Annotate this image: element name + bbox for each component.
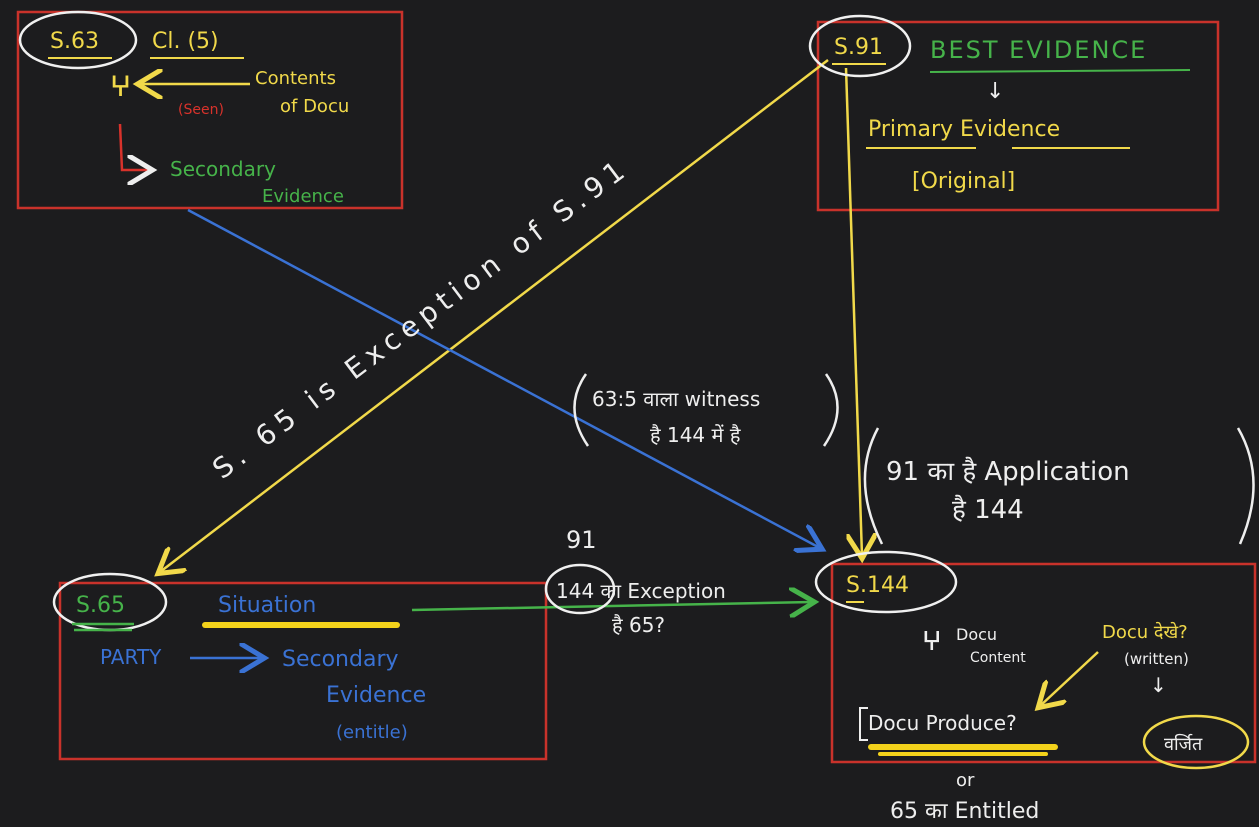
s65-evidence: Evidence xyxy=(326,683,426,708)
s144-docu-produce: Docu Produce? xyxy=(868,711,1017,735)
application-arrow xyxy=(844,67,862,556)
footer-or: or xyxy=(956,770,975,791)
s144-circle xyxy=(814,550,958,614)
application-right-paren xyxy=(1236,427,1255,545)
s65-section: S.65 xyxy=(76,593,125,618)
s63-person-icon: ⵖ xyxy=(110,70,131,103)
mid-note-line-1: 63:5 वाला witness xyxy=(592,387,760,411)
s91-primary: Primary Evidence xyxy=(868,117,1060,142)
s63-clause: Cl. (5) xyxy=(152,29,219,54)
s63-to-s144-arrow xyxy=(187,208,820,548)
application-left-paren xyxy=(863,427,884,545)
s91-down-arrow: ↓ xyxy=(986,79,1004,104)
s65-situation: Situation xyxy=(218,593,316,618)
s91-original: [Original] xyxy=(912,169,1015,194)
mid-note-line-2: है 144 में है xyxy=(650,423,741,447)
ninety-one-circle-144 xyxy=(544,563,616,615)
s91-title-underline xyxy=(929,69,1191,73)
s91-title: BEST EVIDENCE xyxy=(930,36,1147,64)
s65-situation-highlight xyxy=(202,622,400,628)
mid-note-left-paren xyxy=(573,373,590,447)
s91-circle xyxy=(808,14,912,78)
s63-result-arrow xyxy=(118,123,150,170)
mid-note-right-paren xyxy=(822,373,839,447)
s144-docu-label: Docu xyxy=(956,625,997,644)
s65-to-s144-arrow xyxy=(411,602,812,610)
s65-party: PARTY xyxy=(100,645,162,669)
s63-seen-note: (Seen) xyxy=(178,102,224,118)
exception-arrow xyxy=(160,59,829,572)
s144-prohibited: वर्जित xyxy=(1164,733,1203,755)
box-s65 xyxy=(58,581,548,761)
s144-produce-arrow xyxy=(1040,651,1099,706)
s144-produce-highlight-1 xyxy=(868,744,1058,750)
s144-content-label: Content xyxy=(970,650,1026,666)
s63-circle xyxy=(18,10,138,70)
s63-evidence: Evidence xyxy=(262,186,344,207)
s144-produce-bracket xyxy=(859,707,868,741)
s144-person-icon: ⵖ xyxy=(922,627,942,657)
box-s144 xyxy=(830,562,1257,764)
exception-note-2: है 65? xyxy=(612,613,665,637)
ninety-one-label: 91 xyxy=(566,526,597,554)
s144-docu-seen: Docu देखे? xyxy=(1102,621,1188,643)
s65-secondary: Secondary xyxy=(282,647,399,672)
s63-of-docu-label: of Docu xyxy=(280,96,349,117)
application-line-2: है 144 xyxy=(952,494,1024,525)
s144-down-arrow: ↓ xyxy=(1150,673,1167,697)
s65-entitle: (entitle) xyxy=(336,722,408,743)
s144-section: S.144 xyxy=(846,573,909,598)
exception-note-1: 144 का Exception xyxy=(556,579,726,603)
s144-prohibited-circle xyxy=(1142,714,1250,770)
box-s91 xyxy=(816,20,1220,212)
box-s63 xyxy=(16,10,404,210)
s63-contents-label: Contents xyxy=(255,68,336,89)
s63-section: S.63 xyxy=(50,29,99,54)
s144-written: (written) xyxy=(1124,650,1189,668)
footer-entitled: 65 का Entitled xyxy=(890,799,1039,824)
application-line-1: 91 का है Application xyxy=(886,456,1130,487)
s63-secondary: Secondary xyxy=(170,157,276,181)
s144-produce-highlight-2 xyxy=(878,752,1048,756)
s91-section: S.91 xyxy=(834,35,883,60)
